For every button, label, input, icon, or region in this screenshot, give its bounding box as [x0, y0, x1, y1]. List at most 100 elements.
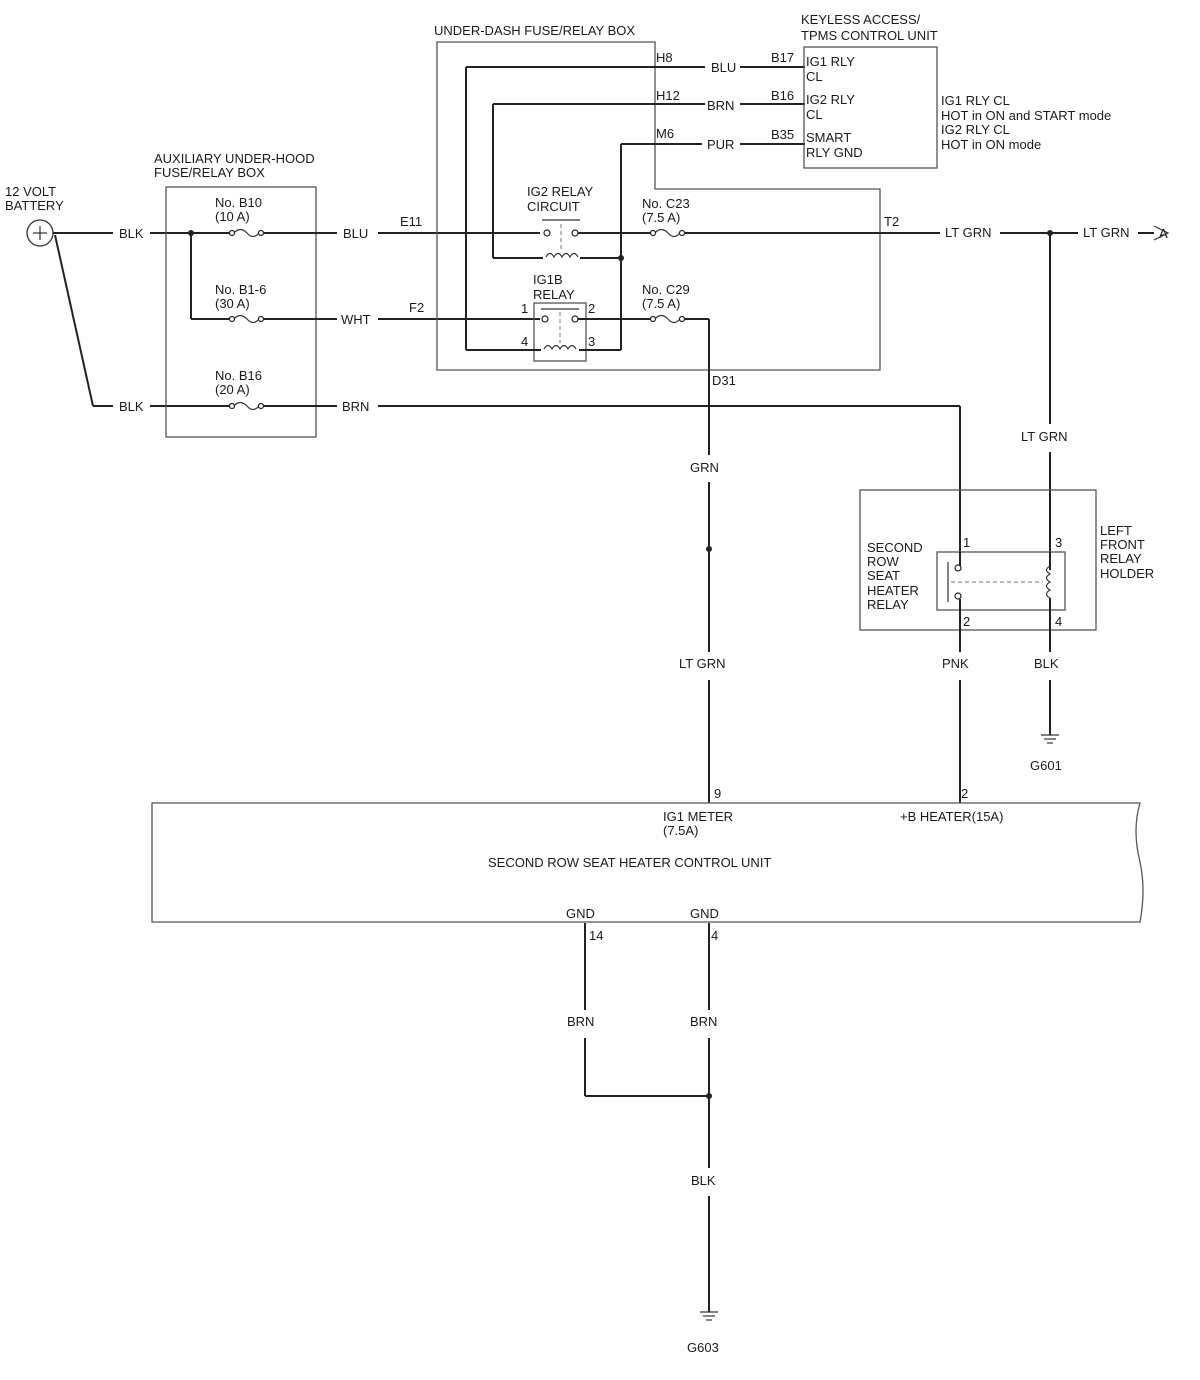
ig2-relay-coil [545, 252, 579, 259]
seat-heater-relay-label-3: SEAT [867, 568, 900, 583]
keyless-pin-b35: B35 [771, 127, 794, 142]
battery: 12 VOLT BATTERY [5, 184, 64, 247]
fuse-c23-rating: (7.5 A) [642, 210, 680, 225]
control-unit-outline [151, 802, 1144, 923]
ig1b-relay-label-2: RELAY [533, 287, 575, 302]
ig2-relay-label-2: CIRCUIT [527, 199, 580, 214]
ground-g603-label: G603 [687, 1340, 719, 1355]
wire-label-brn-14: BRN [567, 1014, 594, 1029]
wire-label-wht: WHT [341, 312, 371, 327]
control-unit-title: SECOND ROW SEAT HEATER CONTROL UNIT [488, 855, 771, 870]
wire-label-brn-h12: BRN [707, 98, 734, 113]
wire-label-blu-aux: BLU [343, 226, 368, 241]
offpage-a-label: A [1159, 226, 1168, 241]
seat-heater-relay-coil [1045, 565, 1052, 599]
left-front-relay-holder: LEFT FRONT RELAY HOLDER SECOND ROW SEAT … [859, 489, 1154, 631]
keyless-pin-b35-label-2: RLY GND [806, 145, 863, 160]
keyless-pin-b16-label-2: CL [806, 107, 823, 122]
ig1b-relay-coil [543, 344, 577, 351]
seat-heater-relay-label-5: RELAY [867, 597, 909, 612]
ig2-relay-label-1: IG2 RELAY [527, 184, 594, 199]
control-unit-gnd-4-pin: 4 [711, 928, 718, 943]
ground-g601-label: G601 [1030, 758, 1062, 773]
wire-label-blu-h8: BLU [711, 60, 736, 75]
seat-relay-pin-3: 3 [1055, 535, 1062, 550]
fuse-b10-name: No. B10 [215, 195, 262, 210]
wire-label-pnk: PNK [942, 656, 969, 671]
wire-label-brn-4: BRN [690, 1014, 717, 1029]
wire-label-grn-d31: GRN [690, 460, 719, 475]
relay-holder-title-1: LEFT [1100, 523, 1132, 538]
keyless-title-2: TPMS CONTROL UNIT [801, 28, 938, 43]
wire-label-pur-m6: PUR [707, 137, 734, 152]
control-unit-gnd-14-pin: 14 [589, 928, 603, 943]
keyless-pin-b16-label-1: IG2 RLY [806, 92, 855, 107]
offpage-connector-a: A [1153, 225, 1170, 241]
wire-label-lt-grn-a: LT GRN [1083, 225, 1129, 240]
ig1b-relay-label-1: IG1B [533, 272, 563, 287]
aux-fuse-relay-box: AUXILIARY UNDER-HOOD FUSE/RELAY BOX No. … [154, 151, 337, 438]
relay-holder-title-3: RELAY [1100, 551, 1142, 566]
fuse-c29-name: No. C29 [642, 282, 690, 297]
fuse-b16-symbol [228, 401, 265, 411]
control-unit-pin-9: 9 [714, 786, 721, 801]
fuse-c29-symbol [649, 314, 686, 324]
fuse-b16-name: No. B16 [215, 368, 262, 383]
connector-m6: M6 [656, 126, 674, 141]
seat-relay-pin-1: 1 [963, 535, 970, 550]
ig1b-pin-4: 4 [521, 334, 528, 349]
wire-label-lt-grn-t2: LT GRN [945, 225, 991, 240]
keyless-note-4: HOT in ON mode [941, 137, 1041, 152]
keyless-pin-b35-label-1: SMART [806, 130, 851, 145]
keyless-access-unit: KEYLESS ACCESS/ TPMS CONTROL UNIT B17 IG… [771, 12, 1111, 169]
wire-label-lt-grn-drop: LT GRN [1021, 429, 1067, 444]
under-dash-box-outline [436, 41, 881, 371]
relay-holder-title-2: FRONT [1100, 537, 1145, 552]
connector-t2: T2 [884, 214, 899, 229]
keyless-pin-b17-label-2: CL [806, 69, 823, 84]
control-unit-gnd-14-label: GND [566, 906, 595, 921]
fuse-b1-6-rating: (30 A) [215, 296, 250, 311]
under-dash-fuse-relay-box: UNDER-DASH FUSE/RELAY BOX E11 F2 H8 H12 … [400, 23, 940, 455]
keyless-note-2: HOT in ON and START mode [941, 108, 1111, 123]
ig1b-pin-3: 3 [588, 334, 595, 349]
keyless-unit-outline [803, 46, 938, 169]
ground-g601-symbol [1041, 734, 1059, 744]
fuse-c23-name: No. C23 [642, 196, 690, 211]
relay-holder-outline [859, 489, 1097, 631]
fuse-b10-symbol [228, 228, 265, 238]
seat-heater-relay-label-1: SECOND [867, 540, 923, 555]
keyless-pin-b17: B17 [771, 50, 794, 65]
battery-label-2: BATTERY [5, 198, 64, 213]
wire-label-brn-aux: BRN [342, 399, 369, 414]
connector-f2: F2 [409, 300, 424, 315]
fuse-b16-rating: (20 A) [215, 382, 250, 397]
under-dash-box-title: UNDER-DASH FUSE/RELAY BOX [434, 23, 635, 38]
seat-relay-pin-4: 4 [1055, 614, 1062, 629]
ig1b-pin-2: 2 [588, 301, 595, 316]
connector-e11: E11 [400, 214, 422, 229]
battery-label-1: 12 VOLT [5, 184, 56, 199]
wire-label-blk-bottom: BLK [119, 399, 144, 414]
ig1b-relay-symbol [533, 302, 587, 362]
wire-label-lt-grn-pin9: LT GRN [679, 656, 725, 671]
fuse-c23-symbol [649, 228, 686, 238]
control-unit-b-heater: +B HEATER(15A) [900, 809, 1003, 824]
aux-box-outline [165, 186, 317, 438]
aux-box-title-2: FUSE/RELAY BOX [154, 165, 265, 180]
seat-heater-relay-symbol [936, 551, 1066, 611]
wire-label-blk-top: BLK [119, 226, 144, 241]
fuse-b1-6-symbol [228, 314, 265, 324]
control-unit-pin-2: 2 [961, 786, 968, 801]
wire-label-blk-g603: BLK [691, 1173, 716, 1188]
seat-relay-pin-2: 2 [963, 614, 970, 629]
control-unit-gnd-4-label: GND [690, 906, 719, 921]
aux-box-title-1: AUXILIARY UNDER-HOOD [154, 151, 315, 166]
control-unit-ig1-meter-1: IG1 METER [663, 809, 733, 824]
relay-holder-title-4: HOLDER [1100, 566, 1154, 581]
fuse-b1-6-name: No. B1-6 [215, 282, 266, 297]
second-row-seat-heater-control-unit: 9 IG1 METER (7.5A) 2 +B HEATER(15A) SECO… [151, 786, 1144, 923]
ground-g603-symbol [700, 1311, 718, 1321]
connector-d31: D31 [712, 373, 736, 388]
